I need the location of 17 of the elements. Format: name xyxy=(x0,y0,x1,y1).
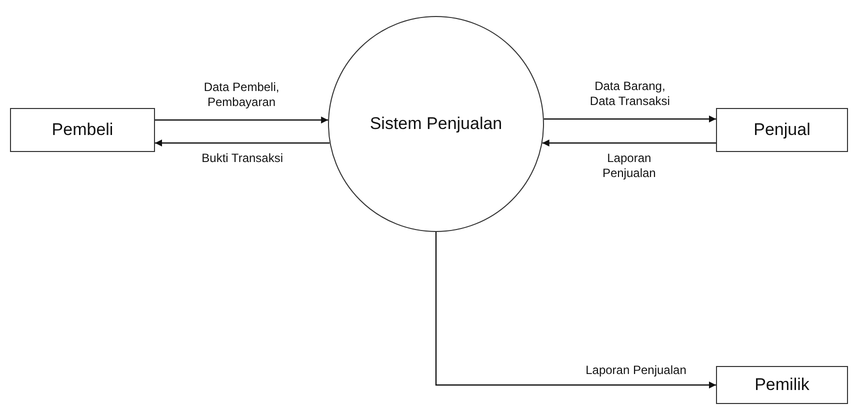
edge-label: Laporan Penjualan xyxy=(601,151,657,181)
node-label: Sistem Penjualan xyxy=(370,114,502,134)
arrow xyxy=(544,116,716,122)
arrow xyxy=(155,116,328,124)
edge-label: Data Barang, Data Transaksi xyxy=(588,79,671,109)
entity-box xyxy=(716,108,848,152)
entity-box xyxy=(10,108,155,152)
node-label: Pemilik xyxy=(754,375,810,395)
node-label: Penjual xyxy=(754,120,810,140)
entity-box xyxy=(716,366,848,404)
arrow xyxy=(435,232,716,388)
edge-label: Laporan Penjualan xyxy=(584,363,688,378)
node-label: Pembeli xyxy=(52,120,114,140)
arrow xyxy=(542,140,716,146)
edge-label: Bukti Transaksi xyxy=(200,151,284,166)
edge-label: Data Pembeli, Pembayaran xyxy=(202,80,280,110)
arrow xyxy=(155,140,330,146)
